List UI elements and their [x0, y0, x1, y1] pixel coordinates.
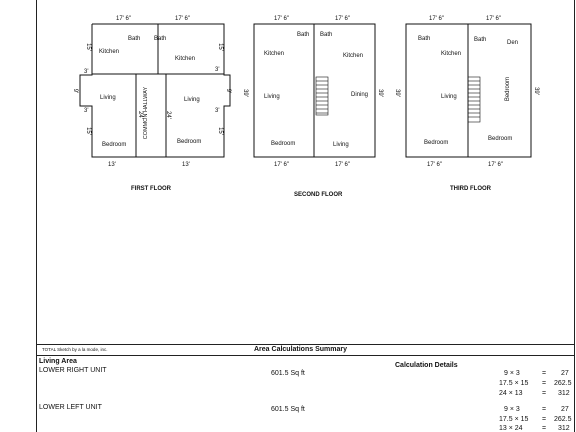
calc-eq: =: [542, 390, 547, 397]
dim-label: 39': [376, 89, 383, 97]
calc-val: 27: [561, 406, 569, 413]
calc-expr: 13 × 24: [499, 425, 523, 432]
calc-val: 312: [558, 425, 570, 432]
calc-eq: =: [542, 406, 547, 413]
page-frame-bottom: [36, 344, 574, 345]
room-label: Living: [100, 95, 116, 101]
room-label: Dining: [351, 92, 369, 98]
dim-label: 3': [84, 108, 89, 114]
room-label: Bedroom: [271, 141, 296, 147]
calc-expr: 9 × 3: [504, 406, 520, 413]
calc-val: 262.5: [554, 416, 572, 423]
page-frame-left: [36, 0, 37, 355]
dim-label: 13': [182, 162, 190, 168]
dim-label: 3': [215, 108, 220, 114]
room-label: Living: [333, 142, 349, 148]
calc-eq: =: [542, 425, 547, 432]
room-label: Bath: [418, 36, 431, 42]
room-label: Living: [441, 94, 457, 100]
dim-label: 17' 6": [429, 16, 444, 22]
dim-label: 17' 6": [274, 16, 289, 22]
dim-label: 39': [393, 89, 400, 97]
room-label: Bath: [297, 32, 310, 38]
summary-rule: [36, 355, 574, 356]
third-floor-title: THIRD FLOOR: [450, 186, 491, 192]
second-floor-title: SECOND FLOOR: [294, 192, 343, 198]
page-frame-right: [574, 0, 575, 432]
room-label: Bath: [320, 32, 333, 38]
calc-eq: =: [542, 416, 547, 423]
room-label: Bedroom: [177, 139, 202, 145]
dim-label: 15': [84, 43, 91, 51]
dim-label: 17' 6": [335, 16, 350, 22]
dim-label: 17' 6": [488, 162, 503, 168]
room-label: Bedroom: [424, 140, 449, 146]
summary-title: Area Calculations Summary: [254, 346, 347, 353]
dim-label: 39': [532, 87, 539, 95]
living-area-heading: Living Area: [39, 358, 77, 365]
dim-label: 15': [216, 43, 223, 51]
calc-details-heading: Calculation Details: [395, 362, 458, 369]
unit-area: 601.5 Sq ft: [271, 406, 305, 413]
dim-label: 17' 6": [427, 162, 442, 168]
dim-label: 15': [216, 127, 223, 135]
dim-label: 15': [84, 127, 91, 135]
room-label: Den: [507, 40, 519, 46]
room-label: Bath: [474, 37, 487, 43]
room-label: Living: [184, 97, 200, 103]
unit-name: LOWER RIGHT UNIT: [39, 367, 107, 374]
calc-expr: 17.5 × 15: [499, 380, 529, 387]
dim-label: 24': [164, 111, 171, 119]
hallway-label: COMMON HALLWAY: [143, 86, 150, 140]
calc-val: 27: [561, 370, 569, 377]
room-label: Bedroom: [488, 136, 513, 142]
dim-label: 17' 6": [486, 16, 501, 22]
dim-label: 17' 6": [116, 16, 131, 22]
calc-val: 262.5: [554, 380, 572, 387]
room-label: Bath: [154, 36, 167, 42]
summary-left-border: [36, 355, 37, 432]
room-label: Living: [264, 94, 280, 100]
room-label: Bedroom: [505, 76, 512, 102]
dim-label: 9': [225, 88, 232, 94]
room-label: Kitchen: [99, 49, 120, 55]
dim-label: 17' 6": [335, 162, 350, 168]
room-label: Kitchen: [264, 51, 285, 57]
first-floor-title: FIRST FLOOR: [131, 186, 171, 192]
dim-label: 3': [84, 69, 89, 75]
calc-val: 312: [558, 390, 570, 397]
room-label: Kitchen: [175, 56, 196, 62]
unit-name: LOWER LEFT UNIT: [39, 404, 102, 411]
room-label: Kitchen: [441, 51, 462, 57]
calc-expr: 9 × 3: [504, 370, 520, 377]
room-label: Bedroom: [102, 142, 127, 148]
calc-expr: 24 × 13: [499, 390, 523, 397]
room-label: Bath: [128, 36, 141, 42]
calc-eq: =: [542, 370, 547, 377]
dim-label: 9': [72, 88, 79, 94]
floor-plans: [79, 23, 532, 158]
dim-label: 3': [215, 67, 220, 73]
dim-label: 13': [108, 162, 116, 168]
dim-label: 17' 6": [274, 162, 289, 168]
dim-label: 39': [241, 89, 248, 97]
unit-area: 601.5 Sq ft: [271, 370, 305, 377]
room-label: Kitchen: [343, 53, 364, 59]
dim-label: 24': [136, 111, 143, 119]
dim-label: 17' 6": [175, 16, 190, 22]
calc-eq: =: [542, 380, 547, 387]
software-credit: TOTAL Sketch by a la mode, inc.: [42, 347, 108, 352]
calc-expr: 17.5 × 15: [499, 416, 529, 423]
